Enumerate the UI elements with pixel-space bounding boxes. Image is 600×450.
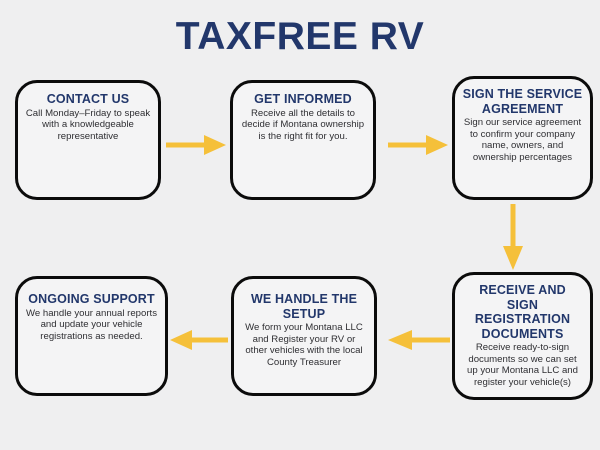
arrow-right-icon [166, 135, 226, 155]
step-body: Sign our service agreement to confirm yo… [463, 117, 582, 163]
step-box-ongoing-support: ONGOING SUPPORT We handle your annual re… [15, 276, 168, 396]
step-body: Call Monday–Friday to speak with a knowl… [25, 107, 151, 142]
arrow-left-icon [170, 330, 228, 350]
step-body: We handle your annual reports and update… [25, 307, 158, 342]
page-title: TAXFREE RV [175, 15, 425, 58]
step-heading: WE HANDLE THE SETUP [250, 292, 358, 321]
step-box-receive-sign: RECEIVE AND SIGN REGISTRATION DOCUMENTS … [452, 272, 593, 400]
step-heading: GET INFORMED [254, 92, 352, 106]
step-body: We form your Montana LLC and Register yo… [245, 322, 363, 368]
arrow-down-icon [503, 204, 523, 270]
step-body: Receive ready-to-sign documents so we ca… [467, 342, 578, 388]
step-heading: SIGN THE SERVICE AGREEMENT [462, 87, 583, 116]
step-heading: CONTACT US [46, 92, 130, 106]
step-heading: ONGOING SUPPORT [28, 292, 155, 306]
step-box-contact-us: CONTACT US Call Monday–Friday to speak w… [15, 80, 161, 200]
arrow-right-icon [388, 135, 448, 155]
step-box-we-handle-the-setup: WE HANDLE THE SETUP We form your Montana… [231, 276, 377, 396]
step-box-sign-agreement: SIGN THE SERVICE AGREEMENT Sign our serv… [452, 76, 593, 200]
step-box-get-informed: GET INFORMED Receive all the details to … [230, 80, 376, 200]
step-body: Receive all the details to decide if Mon… [241, 107, 365, 142]
step-heading: RECEIVE AND SIGN REGISTRATION DOCUMENTS [474, 283, 571, 341]
arrow-left-icon [388, 330, 450, 350]
